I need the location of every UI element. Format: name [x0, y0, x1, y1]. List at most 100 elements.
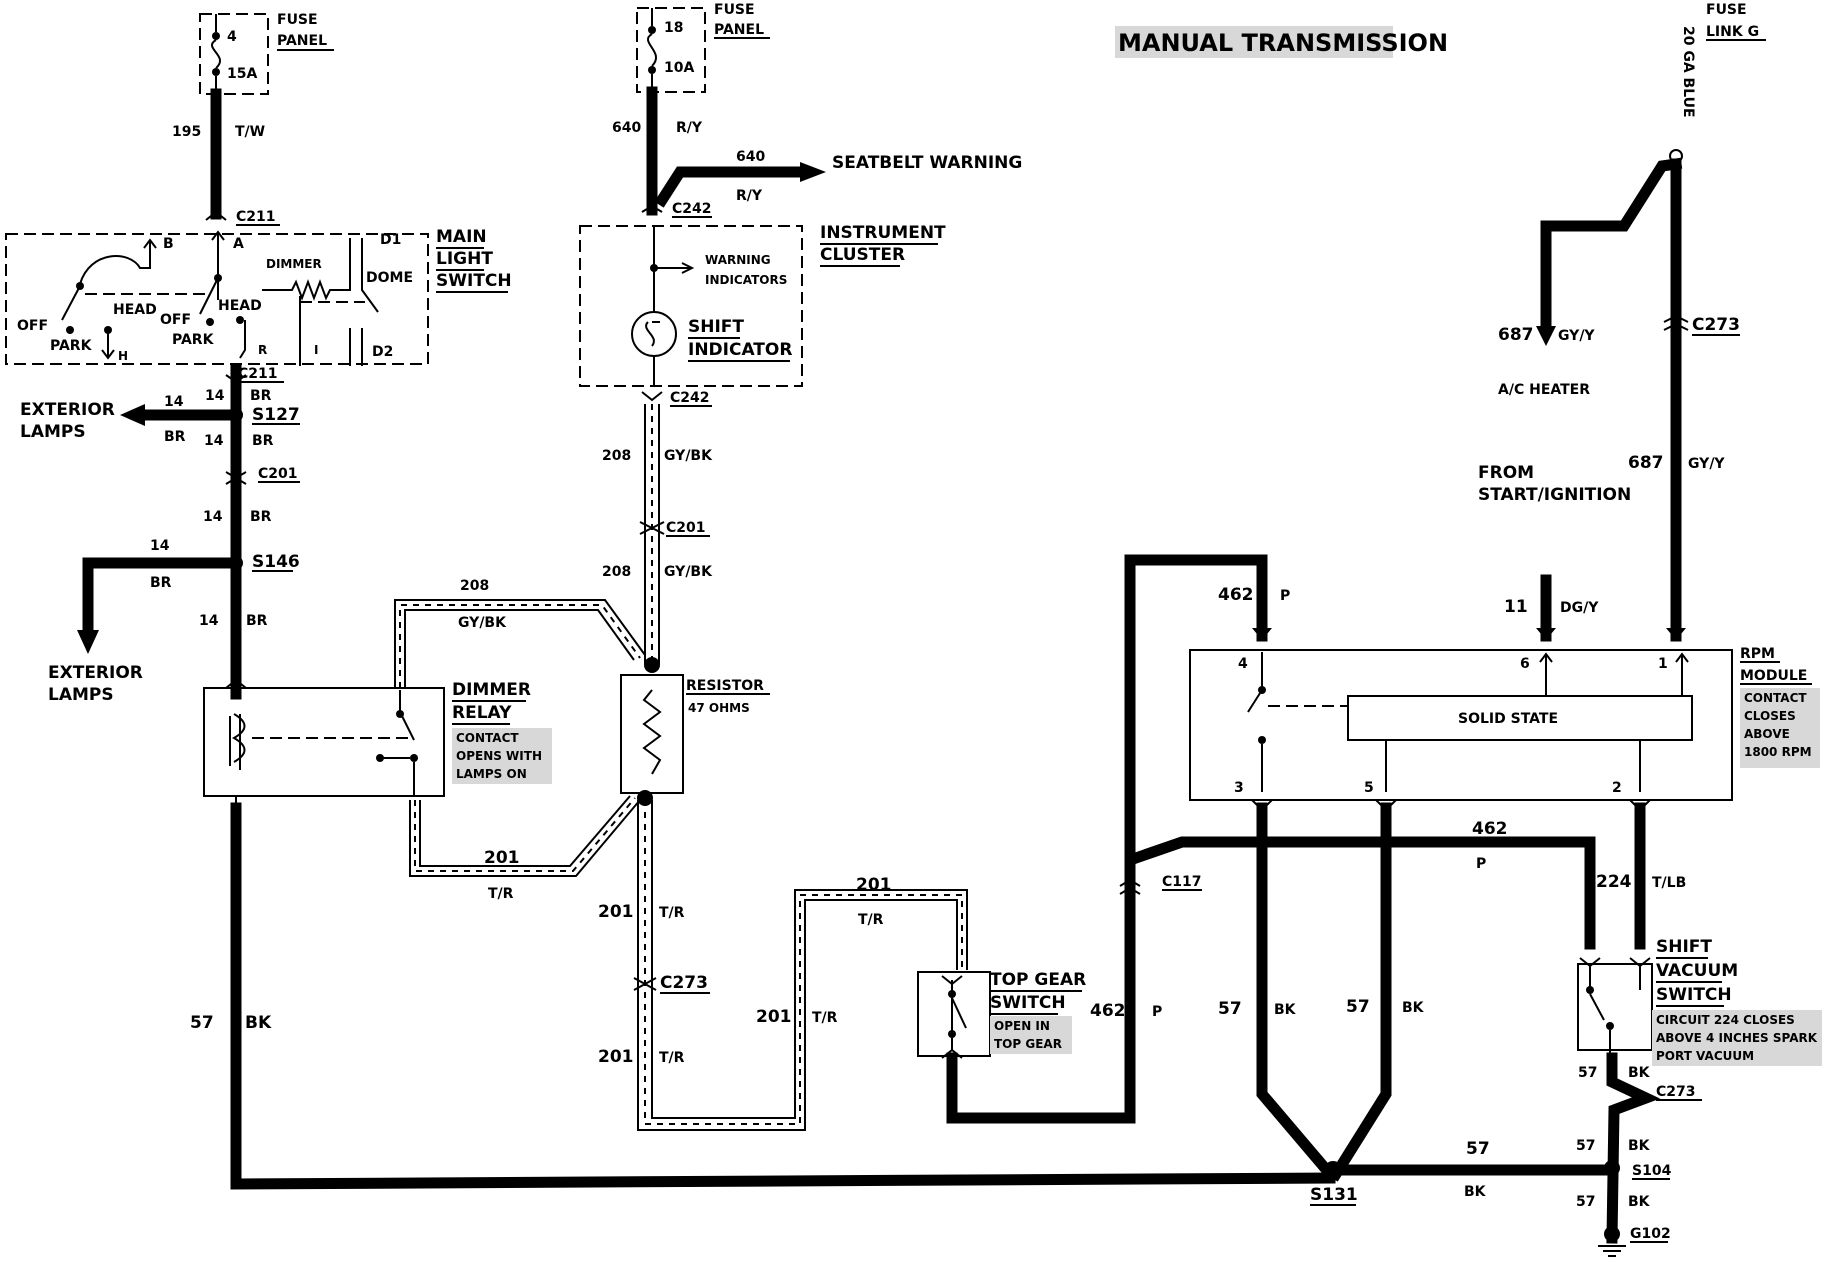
dimmer-relay-note-2: OPENS WITH	[456, 749, 542, 763]
wire-208b-color: GY/BK	[664, 448, 713, 464]
fuse-left-label-2: PANEL	[277, 33, 327, 49]
top-gear-note-1: OPEN IN	[994, 1019, 1050, 1033]
mls-off-1: OFF	[17, 318, 48, 334]
wire-201c-num: 201	[598, 1047, 634, 1067]
conn-c201-mid: C201	[666, 520, 706, 536]
wire-640b-color: R/Y	[736, 188, 763, 204]
wire-57b-color: BK	[1274, 1002, 1297, 1018]
svs-label-2: VACUUM	[1656, 961, 1738, 981]
main-light-switch: A B OFF HEAD PARK H OFF HEAD PARK R DIMM…	[5, 227, 512, 366]
top-gear-label-2: SWITCH	[990, 993, 1066, 1013]
splice-s131: S131	[1310, 1185, 1358, 1205]
wire-201d-color: T/R	[858, 912, 884, 928]
wire-201d-num: 201	[856, 875, 892, 895]
conn-c117: C117	[1162, 874, 1202, 890]
ext-lamps-2-a: EXTERIOR	[48, 663, 143, 683]
wire-14b-color: BR	[164, 429, 186, 445]
fuse-mid-amps: 10A	[664, 60, 694, 76]
wire-57c-color: BK	[1402, 1000, 1425, 1016]
mls-term-h: H	[118, 349, 128, 363]
wire-14a-color: BR	[250, 388, 272, 404]
instrument-cluster-label-2: CLUSTER	[820, 245, 905, 265]
wire-57a-num: 57	[190, 1013, 214, 1033]
wire-640a-color: R/Y	[676, 120, 703, 136]
fuse-mid-number: 18	[664, 20, 683, 36]
resistor: RESISTOR 47 OHMS	[620, 674, 770, 794]
ground-g102: G102	[1630, 1226, 1671, 1242]
wire-14f-color: BR	[246, 613, 268, 629]
mls-term-b: B	[163, 236, 174, 252]
ext-lamps-2-b: LAMPS	[48, 685, 114, 705]
rpm-note-2: CLOSES	[1744, 709, 1796, 723]
wire-14e-num: 14	[150, 538, 170, 554]
mls-term-a: A	[233, 236, 244, 252]
conn-c273-right: C273	[1656, 1084, 1696, 1100]
fuse-mid-label-2: PANEL	[714, 22, 764, 38]
svs-label-3: SWITCH	[1656, 985, 1732, 1005]
wire-462c-num: 462	[1472, 819, 1508, 839]
mls-park-2: PARK	[172, 332, 215, 348]
rpm-label-2: MODULE	[1740, 668, 1807, 684]
mls-head-1: HEAD	[113, 302, 157, 318]
fuse-left-label-1: FUSE	[277, 12, 318, 28]
shift-vacuum-switch: SHIFT VACUUM SWITCH CIRCUIT 224 CLOSES A…	[1577, 937, 1822, 1066]
fuse-panel-left: 4 15A FUSE PANEL	[199, 12, 334, 95]
mls-label-1: MAIN	[436, 227, 487, 247]
wire-201b-num: 201	[598, 902, 634, 922]
top-gear-label-1: TOP GEAR	[990, 970, 1086, 990]
wire-208a-color: GY/BK	[458, 615, 507, 631]
wire-687a-num: 687	[1498, 325, 1534, 345]
instrument-cluster-label-1: INSTRUMENT	[820, 223, 946, 243]
mls-dome: DOME	[366, 270, 413, 286]
fuse-left-amps: 15A	[227, 66, 257, 82]
top-gear-switch: TOP GEAR SWITCH OPEN IN TOP GEAR	[917, 970, 1086, 1059]
wire-57g-color: BK	[1628, 1194, 1651, 1210]
fuse-left-number: 4	[227, 29, 237, 45]
wire-57f-color: BK	[1628, 1138, 1651, 1154]
wire-57g-num: 57	[1576, 1194, 1595, 1210]
wire-208c-color: GY/BK	[664, 564, 713, 580]
wire-57d-color: BK	[1464, 1184, 1487, 1200]
mls-term-d2: D2	[372, 344, 393, 360]
shift-indicator-2: INDICATOR	[688, 340, 792, 360]
wire-462c-color: P	[1476, 856, 1486, 872]
wire-201-relay	[409, 795, 641, 877]
wire-687a-color: GY/Y	[1558, 328, 1595, 344]
start-ign-2: START/IGNITION	[1478, 485, 1631, 505]
rpm-note-1: CONTACT	[1744, 691, 1807, 705]
wire-201a-num: 201	[484, 848, 520, 868]
mls-term-i: I	[314, 343, 318, 357]
wire-11-color: DG/Y	[1560, 600, 1599, 616]
rpm-pin-6: 6	[1520, 656, 1530, 672]
wire-687b-color: GY/Y	[1688, 456, 1725, 472]
wire-57f-num: 57	[1576, 1138, 1595, 1154]
wire-14a-num: 14	[205, 388, 225, 404]
conn-c211-bottom: C211	[238, 366, 278, 382]
rpm-module: SOLID STATE 4 6 1 3 5 2 RPM MODULE CONTA…	[1189, 646, 1820, 801]
wire-208-outline	[394, 599, 646, 688]
dimmer-relay-note-1: CONTACT	[456, 731, 519, 745]
svs-note-1: CIRCUIT 224 CLOSES	[1656, 1013, 1795, 1027]
rpm-pin-4: 4	[1238, 656, 1248, 672]
diagram-title: MANUAL TRANSMISSION	[1118, 29, 1448, 57]
fuse-mid-label-1: FUSE	[714, 2, 755, 18]
rpm-pin-1: 1	[1658, 656, 1668, 672]
wire-224-num: 224	[1596, 872, 1632, 892]
rpm-pin-2: 2	[1612, 780, 1622, 796]
mls-term-d1: D1	[380, 232, 401, 248]
resistor-value: 47 OHMS	[688, 701, 750, 715]
wire-462a-color: P	[1280, 588, 1290, 604]
dimmer-relay: DIMMER RELAY CONTACT OPENS WITH LAMPS ON	[203, 678, 552, 806]
wire-57a-color: BK	[245, 1013, 272, 1033]
mls-label-2: LIGHT	[436, 249, 493, 269]
splice-s127: S127	[252, 405, 300, 425]
fuse-link-label-2: LINK G	[1706, 24, 1759, 40]
wire-208c-num: 208	[602, 564, 631, 580]
mls-label-3: SWITCH	[436, 271, 512, 291]
wire-201e-num: 201	[756, 1007, 792, 1027]
splice-s104: S104	[1632, 1163, 1672, 1179]
dimmer-relay-note-3: LAMPS ON	[456, 767, 527, 781]
dimmer-relay-label-2: RELAY	[452, 703, 512, 723]
wire-11-num: 11	[1504, 597, 1528, 617]
